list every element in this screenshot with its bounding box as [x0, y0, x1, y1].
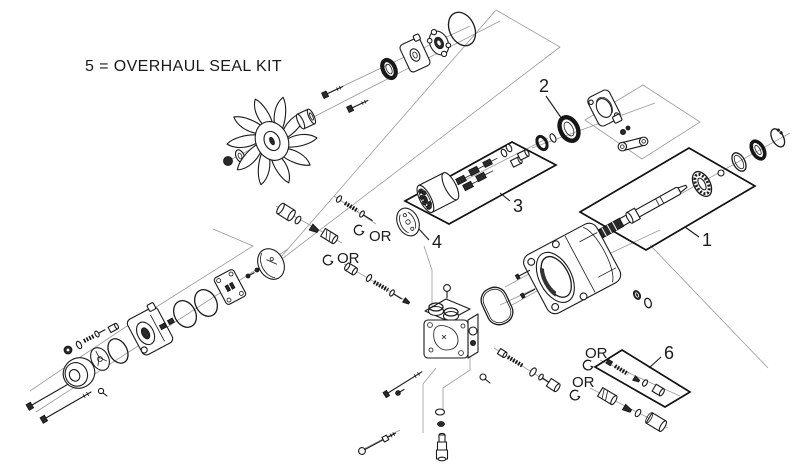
rotor-disc	[90, 347, 110, 371]
callout-2-leader	[545, 95, 563, 120]
cylinder-block	[416, 172, 460, 214]
o-ring-small	[644, 297, 652, 309]
bolt	[346, 99, 369, 114]
nut	[223, 156, 233, 166]
gasket-o-ring	[480, 286, 514, 326]
retainer-clip	[353, 224, 365, 236]
fan-drive-assembly	[223, 85, 369, 187]
lever-link	[617, 136, 649, 152]
legend-overhaul-seal-kit: 5 = OVERHAUL SEAL KIT	[85, 58, 282, 75]
valve-kit-group: OR 6 OR	[569, 343, 692, 432]
gear-pump-assembly	[25, 248, 285, 424]
spring	[343, 201, 360, 213]
end-cover	[399, 33, 431, 73]
stud-long	[358, 432, 397, 455]
rotor-kit-box	[403, 141, 558, 225]
dome-cover	[257, 248, 285, 280]
callout-3: 3	[513, 196, 523, 216]
nut-small	[625, 125, 631, 131]
bolt-long	[382, 371, 423, 399]
or-label-a: OR	[369, 228, 392, 245]
valve-kit-box	[593, 348, 692, 408]
bolt	[321, 85, 344, 100]
snap-ring	[770, 128, 786, 148]
end-cover-assembly	[380, 11, 477, 81]
screw-small	[97, 387, 108, 397]
valve-block	[423, 298, 479, 359]
or-label-d: OR	[572, 374, 595, 391]
or-label-c: OR	[585, 345, 608, 362]
steel-ball	[717, 169, 725, 177]
callout-4-leader	[418, 228, 430, 241]
callout-2: 2	[539, 76, 549, 96]
wave-washer	[731, 152, 747, 172]
callout-1-leader	[684, 226, 700, 238]
bolt-tiny	[395, 388, 405, 396]
plug-small	[632, 290, 642, 300]
o-ring-large	[447, 11, 477, 47]
port-cover-group: 4	[396, 207, 442, 252]
spring-plug-train	[63, 322, 120, 355]
pin	[620, 128, 627, 135]
pump-housing	[514, 222, 652, 315]
relief-valve-train-a: OR	[276, 195, 392, 245]
relief-valve-train-b: OR	[322, 250, 411, 305]
spring	[83, 334, 95, 343]
drive-shaft	[597, 184, 688, 239]
cartridge-valve	[434, 408, 449, 462]
retainer-clip	[322, 254, 334, 266]
bolt-vertical	[443, 284, 451, 299]
port-cover	[396, 207, 420, 237]
bearing-small	[535, 134, 549, 152]
pistons-springs	[455, 143, 530, 192]
bolt-small	[514, 269, 531, 280]
shaft-seal-2	[557, 115, 581, 143]
key	[166, 317, 175, 326]
bolt-tiny	[245, 272, 255, 279]
callout-1: 1	[702, 230, 712, 250]
key	[158, 322, 167, 331]
washer-small	[549, 133, 557, 143]
bell-cover	[62, 357, 96, 389]
sequence-valve-train	[496, 348, 561, 393]
gasket	[172, 300, 198, 328]
ball-bearing	[691, 170, 713, 198]
spring	[372, 280, 390, 292]
shaft-kit-box	[578, 147, 757, 251]
shaft-seal	[380, 57, 398, 81]
mounting-flange	[587, 89, 623, 127]
or-label-b: OR	[337, 250, 360, 267]
callout-6-leader	[648, 356, 662, 369]
valve-kit-train	[605, 358, 665, 397]
bearing-flange	[426, 28, 452, 58]
relief-valve-alt-train	[597, 387, 668, 432]
seal-flange-group: 2	[535, 76, 649, 152]
retainer-clip	[569, 389, 581, 401]
bolt-small	[519, 288, 536, 299]
shaft-kit-group: 1	[578, 147, 757, 251]
callout-4: 4	[432, 232, 442, 252]
pump-body	[126, 302, 174, 356]
fan-hub	[295, 108, 317, 130]
callout-3-leader	[499, 192, 511, 202]
bolt-long	[39, 391, 92, 424]
rotor-kit-group: 3	[403, 141, 558, 225]
valve-block-group	[358, 284, 561, 462]
o-ring	[107, 338, 129, 364]
seal-ring	[749, 139, 767, 161]
flange-plate	[213, 269, 247, 305]
shaft-seal-set	[731, 128, 786, 172]
fan-impeller	[226, 95, 318, 187]
gasket	[193, 289, 219, 317]
callout-6: 6	[664, 343, 674, 363]
bolt-small	[479, 373, 491, 384]
